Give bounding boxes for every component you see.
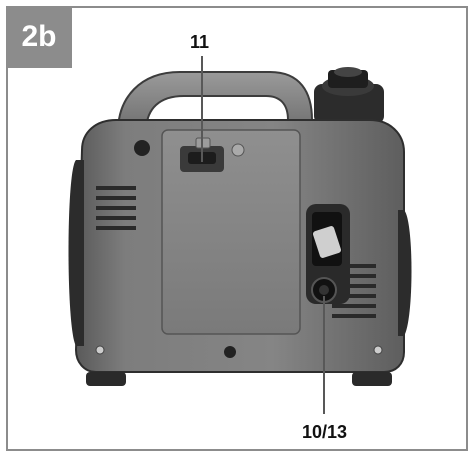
bottom-screw-left-icon [95, 345, 105, 355]
panel-screw-icon [231, 143, 245, 157]
right-vent-slots [332, 264, 376, 318]
right-bumper [398, 210, 412, 336]
left-foot [86, 372, 126, 386]
figure-badge: 2b [6, 6, 72, 68]
bottom-screw-right-icon [373, 345, 383, 355]
callout-label-top: 11 [190, 32, 210, 52]
bottom-bolt-icon [224, 346, 236, 358]
right-foot [352, 372, 392, 386]
control-module [306, 204, 350, 304]
handle-screw-icon [134, 140, 150, 156]
fuel-cap-icon [314, 67, 384, 124]
left-vent-slots [96, 186, 136, 230]
rear-cover-panel [161, 129, 301, 335]
left-bumper [68, 160, 84, 346]
callout-label-bottom: 10/13 [302, 422, 348, 442]
